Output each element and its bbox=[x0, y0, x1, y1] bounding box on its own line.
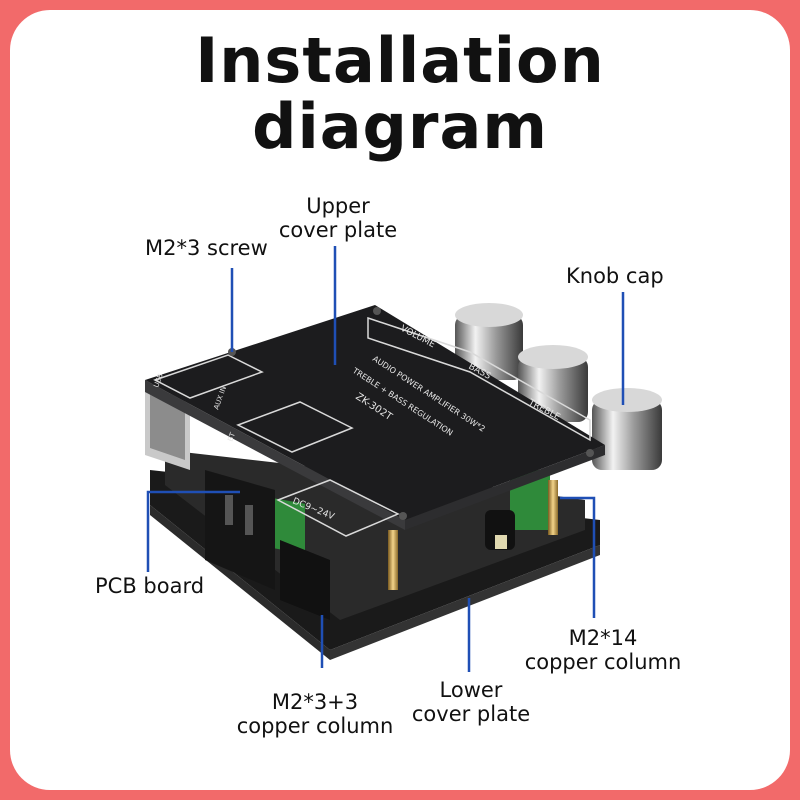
leader-lines bbox=[146, 246, 625, 672]
label-lower-cover-plate-line2: cover plate bbox=[411, 702, 531, 726]
title-line-1: Installation bbox=[195, 24, 605, 97]
leader-pcb-board bbox=[146, 490, 240, 572]
knob-treble bbox=[592, 388, 662, 470]
upper-cover-plate bbox=[145, 305, 605, 537]
screw-icon bbox=[399, 512, 407, 520]
label-m2x3-3-line2: copper column bbox=[236, 714, 394, 738]
label-upper-cover-plate-line1: Upper bbox=[306, 194, 370, 218]
label-pcb-board: PCB board bbox=[95, 574, 205, 598]
leader-m2x14 bbox=[560, 496, 596, 618]
knob-volume bbox=[455, 303, 523, 380]
label-lower-cover-plate-line1: Lower bbox=[439, 678, 503, 702]
label-m2x14-line2: copper column bbox=[524, 650, 682, 674]
label-m2x14-copper-column: M2*14 copper column bbox=[518, 626, 688, 674]
label-lower-cover-plate: Lower cover plate bbox=[408, 678, 534, 726]
side-connectors bbox=[145, 380, 330, 620]
screw-icon bbox=[586, 449, 594, 457]
marking-bt: BT bbox=[226, 431, 237, 443]
screw-icon bbox=[373, 307, 381, 315]
label-m2x3-3-copper-column: M2*3+3 copper column bbox=[230, 690, 400, 738]
title-line-2: diagram bbox=[252, 90, 548, 163]
label-upper-cover-plate-line2: cover plate bbox=[278, 218, 398, 242]
label-m2x3-3-line1: M2*3+3 bbox=[271, 690, 359, 714]
copper-columns bbox=[388, 480, 558, 590]
copper-column-right bbox=[548, 480, 558, 535]
label-upper-cover-plate: Upper cover plate bbox=[273, 194, 403, 242]
label-knob-cap: Knob cap bbox=[566, 264, 664, 288]
label-m2x14-line1: M2*14 bbox=[568, 626, 638, 650]
page-title: Installation diagram bbox=[0, 28, 800, 160]
copper-column-front bbox=[388, 530, 398, 590]
label-m2x3-screw: M2*3 screw bbox=[145, 236, 268, 260]
